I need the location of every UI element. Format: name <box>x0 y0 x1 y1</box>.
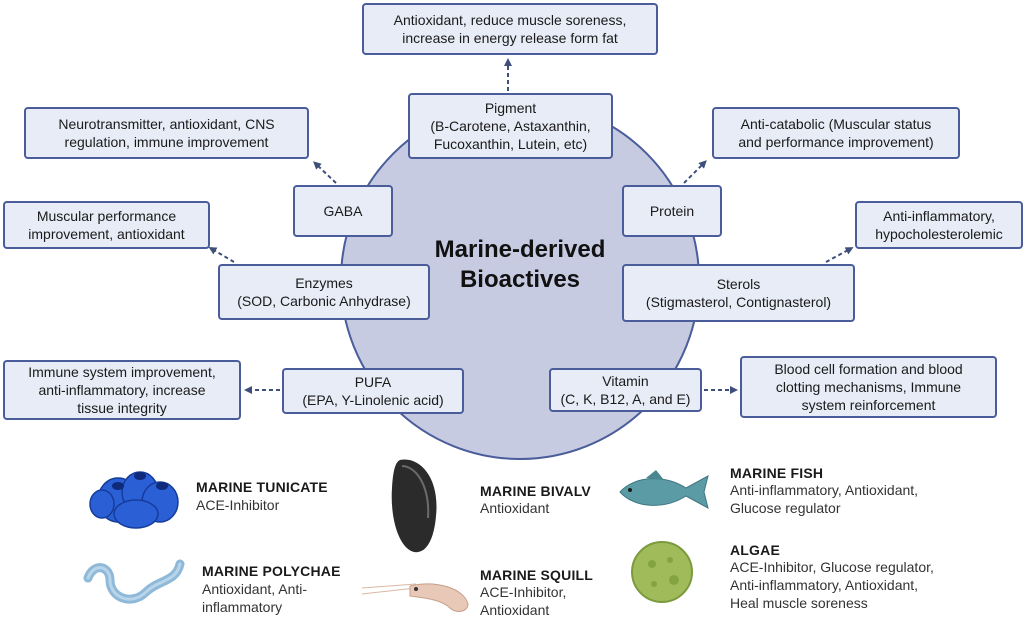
pufa-box: PUFA (EPA, Y-Linolenic acid) <box>282 368 464 414</box>
gaba-effect-box: Neurotransmitter, antioxidant, CNS regul… <box>24 107 309 159</box>
enzymes-box: Enzymes (SOD, Carbonic Anhydrase) <box>218 264 430 320</box>
vitamin-box: Vitamin (C, K, B12, A, and E) <box>549 368 702 412</box>
bivalv-name: MARINE BIVALV <box>480 483 591 499</box>
algae-name: ALGAE <box>730 542 780 558</box>
shrimp-icon <box>361 583 469 612</box>
pigment-box: Pigment (B-Carotene, Astaxanthin, Fucoxa… <box>408 93 613 159</box>
pufa-effect-box: Immune system improvement, anti-inflamma… <box>3 360 241 420</box>
vitamin-effect-box: Blood cell formation and blood clotting … <box>740 356 997 418</box>
center-title: Marine-derived Bioactives <box>434 236 606 293</box>
tunicate-desc: ACE-Inhibitor <box>196 497 280 513</box>
sterols-effect-box: Anti-inflammatory, hypocholesterolemic <box>855 201 1023 249</box>
enzymes-effect-box: Muscular performance improvement, antiox… <box>3 201 210 249</box>
tunicate-icon <box>89 471 179 529</box>
gaba-arrow <box>313 161 337 184</box>
fish-icon <box>619 470 709 509</box>
squill-name: MARINE SQUILL <box>480 567 594 583</box>
tunicate-name: MARINE TUNICATE <box>196 479 328 495</box>
protein-arrow <box>683 160 707 184</box>
fish-desc: Anti-inflammatory, Antioxidant, Glucose … <box>730 482 919 516</box>
enzymes-arrow <box>208 246 235 263</box>
gaba-box: GABA <box>293 185 393 237</box>
sterols-box: Sterols (Stigmasterol, Contignasterol) <box>622 264 855 322</box>
pigment-effect-box: Antioxidant, reduce muscle soreness, inc… <box>362 3 658 55</box>
protein-box: Protein <box>622 185 722 237</box>
worm-icon <box>83 559 185 604</box>
polychae-name: MARINE POLYCHAE <box>202 563 341 579</box>
polychae-desc: Antioxidant, Anti- inflammatory <box>202 581 308 615</box>
algae-desc: ACE-Inhibitor, Glucose regulator, Anti-i… <box>730 559 934 611</box>
protein-effect-box: Anti-catabolic (Muscular status and perf… <box>712 107 960 159</box>
algae-icon <box>631 541 693 603</box>
mussel-icon <box>391 459 437 553</box>
squill-desc: ACE-Inhibitor, Antioxidant <box>480 584 567 618</box>
fish-name: MARINE FISH <box>730 465 824 481</box>
bivalv-desc: Antioxidant <box>480 500 550 516</box>
sterols-arrow <box>825 247 854 263</box>
